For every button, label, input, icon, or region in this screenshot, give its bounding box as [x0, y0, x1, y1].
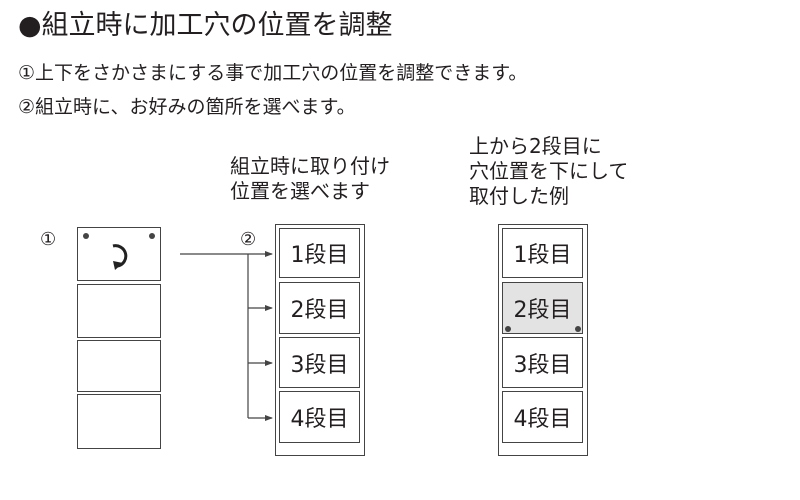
example-caption-line: 上から2段目に	[469, 134, 602, 158]
example-caption: 上から2段目に 穴位置を下にして 取付した例	[469, 134, 628, 209]
shelf-4: 4段目	[279, 391, 360, 443]
note-choose: ②組立時に、お好みの箇所を選べます。	[18, 96, 356, 118]
hole-dot-icon	[505, 326, 511, 332]
shelf-2: 2段目	[279, 282, 360, 334]
shelf-1: 1段目	[279, 228, 360, 278]
cabinet-step2: 1段目 2段目 3段目 4段目	[275, 224, 365, 456]
step2-number: ②	[240, 229, 257, 250]
shelf-2: 2段目	[502, 282, 583, 334]
hole-dot-icon	[149, 233, 155, 239]
step2-caption-line: 組立時に取り付け	[230, 154, 390, 178]
step2-caption: 組立時に取り付け 位置を選べます	[230, 154, 390, 204]
rotate-arrow-icon	[112, 244, 128, 270]
hole-dot-icon	[83, 233, 89, 239]
shelf-4: 4段目	[502, 391, 583, 443]
example-caption-line: 穴位置を下にして	[469, 159, 629, 183]
hole-dot-icon	[575, 326, 581, 332]
step2-caption-line: 位置を選べます	[230, 179, 370, 203]
page-title: ●組立時に加工穴の位置を調整	[18, 10, 393, 41]
panel-4	[77, 394, 161, 449]
cabinet-example: 1段目 2段目 3段目 4段目	[498, 224, 588, 456]
step1-number: ①	[40, 229, 57, 250]
note-flip: ①上下をさかさまにする事で加工穴の位置を調整できます。	[18, 62, 528, 84]
shelf-3: 3段目	[279, 337, 360, 388]
top-panel	[77, 227, 161, 281]
panel-2	[77, 284, 161, 338]
panel-3	[77, 340, 161, 392]
example-caption-line: 取付した例	[469, 184, 569, 208]
shelf-1: 1段目	[502, 228, 583, 278]
shelf-3: 3段目	[502, 337, 583, 388]
